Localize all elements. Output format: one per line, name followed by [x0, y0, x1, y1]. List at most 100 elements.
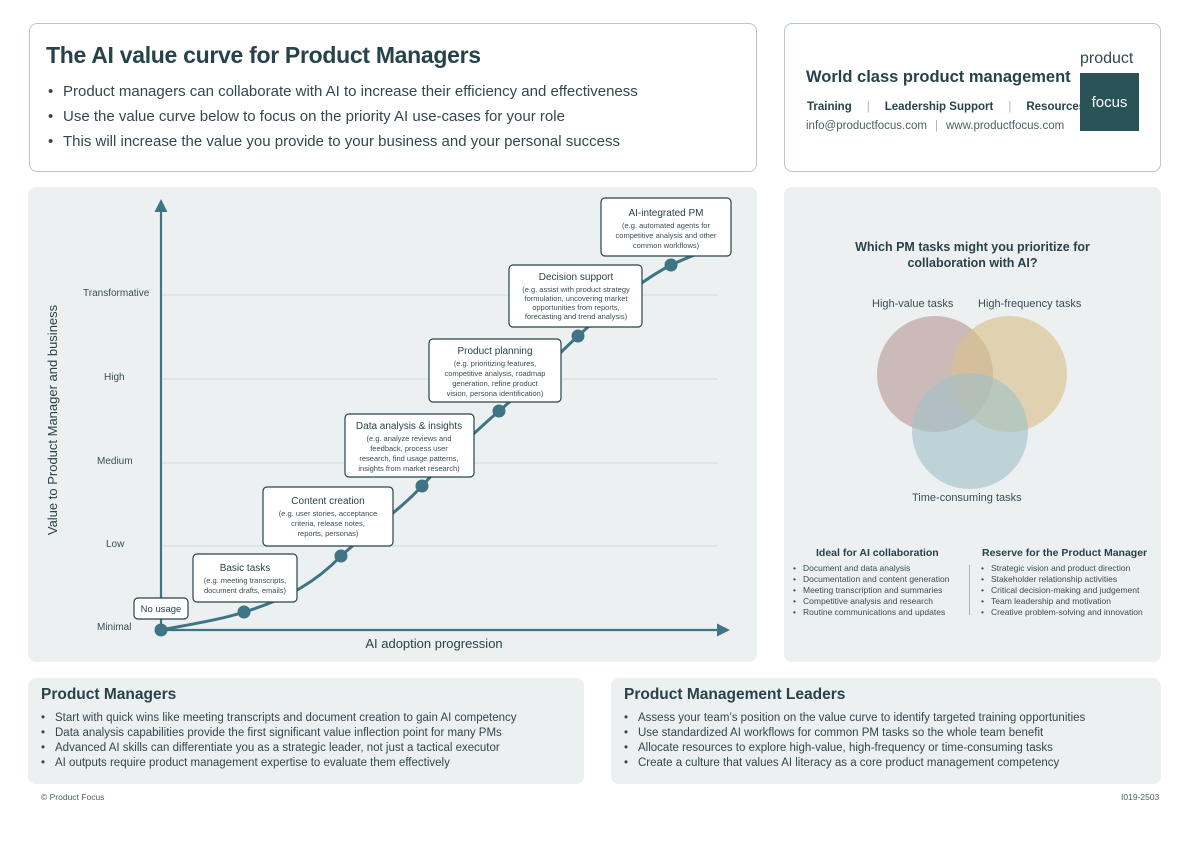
stage-desc: generation, refine product [452, 379, 538, 388]
leaders-list-item: Assess your team’s position on the value… [624, 711, 1085, 726]
stage-title: Product planning [457, 346, 532, 357]
brand-nav: Training | Leadership Support | Resource… [807, 101, 1085, 113]
stage-desc: insights from market research) [358, 464, 460, 473]
venn-diagram [877, 316, 1067, 489]
reserve-item: Stakeholder relationship activities [981, 574, 1143, 585]
stage-point [415, 479, 429, 493]
stage-title: No usage [141, 604, 182, 615]
leaders-list-item: Use standardized AI workflows for common… [624, 726, 1085, 741]
pm-list-item: Data analysis capabilities provide the f… [41, 726, 517, 741]
logo-box: focus [1080, 73, 1139, 131]
venn-label-time-consuming: Time-consuming tasks [912, 492, 1022, 504]
level-label-high: High [104, 372, 125, 383]
stage-desc: (e.g. user stories, acceptance [279, 509, 377, 518]
brand-tagline: World class product management [806, 68, 1071, 86]
stage-box-content-creation: Content creation (e.g. user stories, acc… [262, 486, 394, 547]
level-label-transformative: Transformative [83, 288, 150, 299]
stage-desc: (e.g. analyze reviews and [366, 434, 451, 443]
intro-bullet: This will increase the value you provide… [48, 129, 638, 154]
stage-point [334, 549, 348, 563]
nav-link-leadership-support[interactable]: Leadership Support [884, 101, 994, 113]
leaders-box: Product Management Leaders Assess your t… [611, 678, 1161, 784]
stage-box-data-analysis: Data analysis & insights (e.g. analyze r… [344, 413, 475, 478]
stage-desc: research, find usage patterns, [359, 454, 458, 463]
stage-title: AI-integrated PM [628, 208, 703, 219]
logo-box-text: focus [1091, 93, 1128, 111]
venn-question-line: collaboration with AI? [907, 256, 1038, 270]
stage-desc: criteria, release notes, [291, 519, 365, 528]
venn-label-high-value: High-value tasks [872, 298, 954, 310]
level-label-low: Low [106, 539, 125, 550]
stage-desc: (e.g. automated agents for [622, 221, 710, 230]
copyright: © Product Focus [41, 792, 105, 802]
stage-desc: feedback, process user [370, 444, 448, 453]
y-axis-label: Value to Product Manager and business [45, 304, 60, 535]
stage-box-basic-tasks: Basic tasks (e.g. meeting transcripts, d… [192, 553, 298, 603]
stage-box-ai-integrated-pm: AI-integrated PM (e.g. automated agents … [600, 197, 732, 257]
level-label-minimal: Minimal [97, 622, 131, 633]
product-managers-title: Product Managers [41, 686, 177, 703]
website-link[interactable]: www.productfocus.com [945, 120, 1065, 132]
stage-desc: competitive analysis and other [616, 231, 717, 240]
stage-desc: (e.g. meeting transcripts, [204, 576, 287, 585]
stage-point [154, 623, 168, 637]
stage-desc: opportunities from reports, [532, 303, 620, 312]
logo-text: product [1080, 50, 1134, 67]
stage-point [664, 258, 678, 272]
brand-contact: info@productfocus.com | www.productfocus… [806, 120, 1064, 132]
stage-title: Data analysis & insights [356, 421, 462, 432]
ideal-item: Competitive analysis and research [793, 596, 950, 607]
reserve-heading: Reserve for the Product Manager [982, 547, 1148, 559]
venn-panel: Which PM tasks might you prioritize for … [784, 187, 1161, 662]
ideal-item: Document and data analysis [793, 563, 950, 574]
reserve-item: Critical decision-making and judgement [981, 585, 1143, 596]
contact-separator: | [934, 120, 938, 132]
leaders-title: Product Management Leaders [624, 686, 846, 703]
reserve-item: Team leadership and motivation [981, 596, 1143, 607]
pm-list-item: Advanced AI skills can differentiate you… [41, 741, 517, 756]
stage-desc: (e.g. assist with product strategy [522, 285, 630, 294]
x-axis-label: AI adoption progression [365, 636, 502, 651]
ideal-item: Routine communications and updates [793, 607, 950, 618]
nav-link-resources[interactable]: Resources [1026, 101, 1086, 113]
stage-desc: common workflows) [633, 241, 700, 250]
stage-title: Content creation [291, 496, 364, 507]
leaders-list-item: Allocate resources to explore high-value… [624, 741, 1085, 756]
ideal-item: Documentation and content generation [793, 574, 950, 585]
stage-desc: formulation, uncovering market [525, 294, 629, 303]
stage-desc: (e.g. prioritizing features, [454, 359, 537, 368]
venn-circle-time-consuming [912, 373, 1028, 489]
column-divider [969, 565, 970, 615]
stage-box-decision-support: Decision support (e.g. assist with produ… [508, 264, 643, 328]
venn-question: Which PM tasks might you prioritize for … [784, 239, 1161, 271]
value-curve-panel: Minimal Low Medium High Transformative V… [28, 187, 757, 662]
intro-bullet: Product managers can collaborate with AI… [48, 79, 638, 104]
stage-desc: document drafts, emails) [204, 586, 287, 595]
stage-title: Decision support [539, 272, 614, 283]
stage-desc: forecasting and trend analysis) [525, 312, 628, 321]
venn-question-line: Which PM tasks might you prioritize for [855, 240, 1090, 254]
stage-point [492, 404, 506, 418]
ideal-heading: Ideal for AI collaboration [816, 547, 939, 559]
header-box: The AI value curve for Product Managers … [29, 23, 757, 172]
email-link[interactable]: info@productfocus.com [806, 120, 927, 132]
document-code: I019-2503 [1121, 792, 1160, 802]
stage-desc: reports, personas) [298, 529, 359, 538]
stage-point [571, 329, 585, 343]
product-managers-list: Start with quick wins like meeting trans… [41, 711, 517, 771]
stage-title: Basic tasks [220, 563, 271, 574]
level-label-medium: Medium [97, 456, 133, 467]
leaders-list: Assess your team’s position on the value… [624, 711, 1085, 771]
nav-link-training[interactable]: Training [807, 101, 852, 113]
stage-box-no-usage: No usage [133, 597, 189, 620]
reserve-item: Strategic vision and product direction [981, 563, 1143, 574]
nav-separator: | [866, 101, 870, 113]
product-managers-box: Product Managers Start with quick wins l… [28, 678, 584, 784]
reserve-item: Creative problem-solving and innovation [981, 607, 1143, 618]
reserve-list: Strategic vision and product direction S… [981, 563, 1143, 618]
ideal-list: Document and data analysis Documentation… [793, 563, 950, 618]
value-curve-diagram: Minimal Low Medium High Transformative V… [45, 197, 732, 651]
stage-desc: vision, persona identification) [447, 389, 544, 398]
stage-desc: competitive analysis, roadmap [445, 369, 546, 378]
pm-list-item: AI outputs require product management ex… [41, 756, 517, 771]
